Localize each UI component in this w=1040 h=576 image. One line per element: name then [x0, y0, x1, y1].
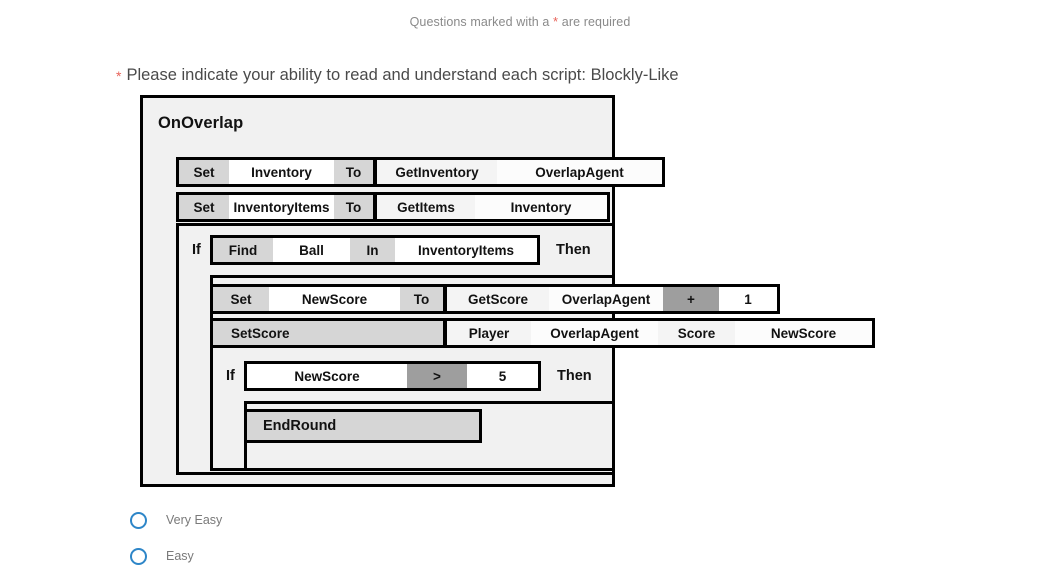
option-easy[interactable]: Easy [130, 538, 530, 574]
call-name-setscore: SetScore [231, 325, 290, 341]
required-notice-prefix: Questions marked with a [409, 15, 550, 29]
option-very-easy[interactable]: Very Easy [130, 502, 530, 538]
radio-button-icon[interactable] [130, 511, 147, 529]
keyword-if: If [192, 242, 201, 258]
statement-row-set-newscore[interactable]: Set NewScore To [210, 284, 446, 314]
field-find-needle[interactable]: Ball [273, 238, 350, 262]
question-text: Please indicate your ability to read and… [126, 66, 679, 84]
value-block-getinventory[interactable]: GetInventory OverlapAgent [374, 157, 665, 187]
answer-options-list: Very Easy Easy [130, 502, 530, 574]
value-block-getscore[interactable]: GetScore OverlapAgent + 1 [444, 284, 780, 314]
keyword-to: To [345, 164, 362, 180]
field-operand-one[interactable]: 1 [719, 287, 777, 311]
value-block-setscore-args[interactable]: Player OverlapAgent Score NewScore [444, 318, 875, 348]
required-notice: Questions marked with a * are required [0, 14, 1040, 29]
question-required-asterisk-icon: * [116, 68, 122, 84]
field-variable-inventoryitems[interactable]: InventoryItems [229, 195, 334, 219]
field-right-operand-five[interactable]: 5 [467, 364, 538, 388]
field-arg-overlapagent[interactable]: OverlapAgent [549, 287, 663, 311]
keyword-then: Then [556, 242, 591, 258]
keyword-then: Then [557, 368, 592, 384]
keyword-to: To [413, 291, 430, 307]
keyword-find: Find [228, 242, 258, 258]
keyword-in: In [366, 242, 379, 258]
statement-row-setscore[interactable]: SetScore [210, 318, 446, 348]
operator-dropdown-plus[interactable]: + [663, 287, 719, 311]
keyword-set: Set [193, 164, 215, 180]
value-block-getitems[interactable]: GetItems Inventory [374, 192, 610, 222]
keyword-set: Set [230, 291, 252, 307]
condition-block-compare[interactable]: NewScore > 5 [244, 361, 541, 391]
operator-dropdown-greater-than[interactable]: > [407, 364, 467, 388]
call-name-getinventory: GetInventory [395, 164, 479, 180]
option-label: Very Easy [166, 513, 223, 527]
required-asterisk-icon: * [553, 14, 559, 29]
event-block-title: OnOverlap [158, 114, 244, 132]
label-player: Player [468, 325, 510, 341]
field-variable-inventory[interactable]: Inventory [229, 160, 334, 184]
field-arg-overlapagent[interactable]: OverlapAgent [497, 160, 662, 184]
blockly-script-diagram: OnOverlap Set Inventory To GetInventory … [140, 95, 880, 490]
call-name-getitems: GetItems [397, 199, 455, 215]
label-score: Score [677, 325, 716, 341]
statement-row-endround[interactable]: EndRound [244, 409, 482, 443]
required-notice-suffix: are required [561, 15, 631, 29]
field-arg-inventory[interactable]: Inventory [475, 195, 607, 219]
field-score-value[interactable]: NewScore [735, 321, 872, 345]
keyword-if: If [226, 368, 235, 384]
radio-button-icon[interactable] [130, 547, 147, 565]
option-label: Easy [166, 549, 194, 563]
statement-row-set-inventoryitems[interactable]: Set InventoryItems To [176, 192, 376, 222]
call-name-endround: EndRound [263, 418, 337, 434]
keyword-set: Set [193, 199, 215, 215]
field-left-operand-newscore[interactable]: NewScore [247, 364, 407, 388]
field-variable-newscore[interactable]: NewScore [269, 287, 400, 311]
condition-block-find[interactable]: Find Ball In InventoryItems [210, 235, 540, 265]
statement-row-set-inventory[interactable]: Set Inventory To [176, 157, 376, 187]
call-name-getscore: GetScore [467, 291, 529, 307]
field-player-value[interactable]: OverlapAgent [531, 321, 658, 345]
question-prompt: * Please indicate your ability to read a… [116, 65, 679, 86]
keyword-to: To [345, 199, 362, 215]
field-find-haystack[interactable]: InventoryItems [395, 238, 537, 262]
